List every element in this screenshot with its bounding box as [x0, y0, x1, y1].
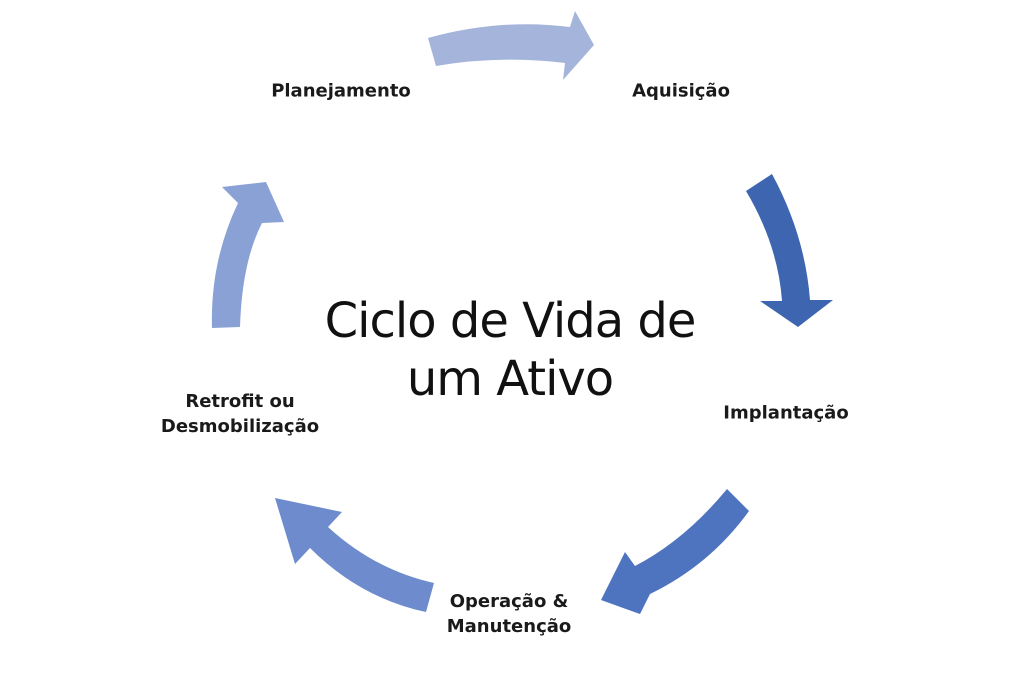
- stage-operacao-line2: Manutenção: [446, 616, 572, 637]
- arrow-implantacao-to-operacao: [601, 489, 749, 614]
- arrow-aquisicao-to-implantacao: [746, 174, 833, 327]
- stage-planejamento: Planejamento: [271, 79, 411, 104]
- stage-aquisicao-label: Aquisição: [632, 80, 730, 102]
- stage-retrofit-desmobilizacao: Retrofit ou Desmobilização: [161, 389, 319, 439]
- stage-retrofit-line2: Desmobilização: [160, 416, 320, 437]
- stage-operacao-line1: Operação &: [449, 591, 569, 612]
- stage-implantacao-label: Implantação: [723, 402, 849, 424]
- stage-retrofit-line1: Retrofit ou: [185, 391, 295, 412]
- arrow-retrofit-to-planejamento: [211, 182, 284, 328]
- arrow-planejamento-to-aquisicao: [428, 11, 594, 80]
- stage-implantacao: Implantação: [723, 401, 848, 426]
- center-title: Ciclo de Vida de um Ativo: [324, 292, 697, 408]
- arrow-operacao-to-retrofit: [275, 498, 434, 612]
- stage-planejamento-label: Planejamento: [271, 80, 411, 102]
- stage-aquisicao: Aquisição: [632, 79, 730, 104]
- stage-operacao-manutencao: Operação & Manutenção: [447, 589, 572, 639]
- center-title-line1: Ciclo de Vida de: [324, 293, 697, 349]
- center-title-line2: um Ativo: [406, 351, 614, 407]
